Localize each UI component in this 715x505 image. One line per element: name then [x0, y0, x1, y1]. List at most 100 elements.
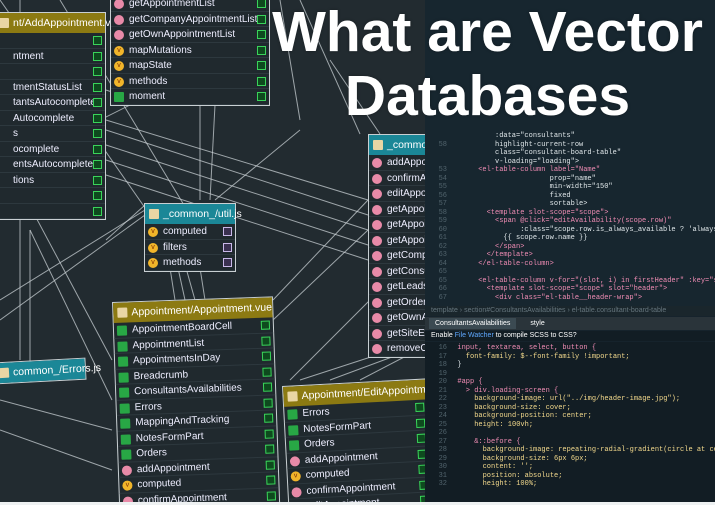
breadcrumb: template › section#ConsultantsAvailabili… [425, 306, 715, 316]
code-line: sortable> [453, 200, 588, 208]
component-icon [288, 424, 299, 436]
box-item: confirmAp [369, 171, 432, 186]
code-line: content: ''; [449, 463, 534, 471]
notice-text: Enable [431, 332, 455, 339]
box-item-label: getCompanyAppointmentList [129, 13, 258, 25]
box-item-label: Orders [303, 437, 335, 450]
port-icon [93, 144, 102, 154]
method-icon [114, 14, 124, 25]
box-item-label: addAppoi [387, 157, 430, 168]
box-item [0, 33, 105, 49]
line-number: 20 [438, 378, 447, 386]
file-watcher-link[interactable]: File Watcher [454, 332, 494, 339]
headline-line-1: What are Vector [272, 0, 703, 64]
code-line: fixed [453, 191, 571, 200]
box-header: nt/AddAppointment.vue [0, 13, 122, 33]
add-appointment-box: nt/AddAppointment.vue ntment tmentStatusLi… [0, 12, 122, 220]
box-item [0, 188, 105, 204]
line-number: 58 [438, 208, 447, 217]
line-number: 21 [438, 386, 447, 395]
tab-style[interactable]: style [524, 318, 551, 329]
port-icon [262, 382, 273, 392]
bottom-border [0, 502, 715, 505]
connection-line [199, 267, 206, 301]
box-item [0, 64, 105, 80]
box-item-label: AppointmentList [132, 337, 205, 351]
port-icon [93, 67, 102, 76]
breadcrumb-separator: › [457, 307, 465, 314]
line-number: 62 [438, 242, 447, 251]
line-number: 61 [438, 234, 447, 242]
code-line: :data="consultants" [453, 132, 575, 140]
breadcrumb-item[interactable]: template [431, 307, 458, 314]
box-item-label: tmentStatusList [13, 81, 82, 93]
tab-consultants-availabilities[interactable]: ConsultantsAvailabilities [429, 318, 517, 329]
box-item-label: computed [305, 467, 350, 481]
box-item-label: Autocomplete [13, 112, 75, 124]
component-icon [118, 371, 129, 383]
box-item: addAppoi [369, 155, 430, 171]
port-icon [93, 36, 102, 45]
method-icon [291, 486, 302, 498]
method-icon [372, 173, 382, 184]
box-item: getAppoir [369, 217, 430, 233]
box-item-label: tantsAutocomplete [13, 97, 96, 108]
connection-line [299, 353, 381, 381]
port-icon [257, 61, 266, 70]
variable-icon: v [114, 45, 124, 56]
code-line: <el-table-column v-for="(slot, i) in fir… [453, 276, 715, 285]
code-line: min-width="150" [453, 183, 613, 191]
box-item-label: getOrderE [387, 296, 434, 308]
method-icon [372, 266, 382, 277]
box-item [0, 204, 105, 219]
component-icon [288, 440, 300, 451]
code-line: <el-table-column label="Name" [453, 166, 601, 174]
port-icon [93, 51, 102, 61]
connection-line [289, 299, 371, 381]
box-item-label: NotesFormPart [135, 430, 204, 444]
breadcrumb-item[interactable]: el-table.consultant-board-table [571, 307, 667, 314]
box-item: getAppoir [369, 233, 430, 248]
scss-editor-pane: 16 input, textarea, select, button {17 f… [425, 342, 715, 505]
line-number: 56 [438, 191, 447, 200]
component-icon [287, 409, 298, 420]
method-icon [372, 297, 382, 308]
connection-line [272, 199, 369, 301]
component-icon [120, 418, 131, 429]
code-line: <template slot-scope="scope"> [453, 208, 609, 217]
box-item: getOwnAppointmentList [111, 27, 269, 43]
box-item: entsAutocomplete [0, 157, 105, 173]
code-line: height: 100%; [449, 480, 538, 488]
code-line: &::before { [449, 437, 521, 446]
component-icon [117, 340, 128, 352]
code-line: background-size: 6px 6px; [449, 454, 588, 463]
variable-icon: v [148, 258, 158, 268]
box-item-label: ntment [13, 50, 44, 62]
box-header: _common_/util.js [145, 204, 242, 224]
method-icon [372, 189, 382, 199]
method-icon [372, 344, 382, 354]
code-line: height: 100vh; [449, 420, 534, 429]
box-item-label: getConsul [387, 265, 433, 277]
port-icon [266, 490, 277, 501]
box-item: removeOr [369, 341, 431, 357]
box-item: tantsAutocomplete [0, 95, 105, 111]
line-number: 66 [438, 285, 447, 293]
code-line: > div.loading-screen { [449, 386, 559, 395]
port-icon [93, 175, 102, 185]
box-item: tmentStatusList [0, 80, 105, 95]
breadcrumb-item[interactable]: section#ConsultantsAvailabilities [464, 307, 566, 314]
method-icon [372, 282, 382, 292]
component-icon [121, 449, 132, 460]
port-icon [257, 14, 266, 24]
component-icon [120, 433, 131, 445]
box-item-label: entsAutocomplete [13, 159, 94, 170]
method-icon [372, 251, 382, 261]
box-item: ocomplete [0, 142, 105, 157]
line-number: 25 [438, 420, 447, 429]
connection-line [0, 214, 146, 321]
